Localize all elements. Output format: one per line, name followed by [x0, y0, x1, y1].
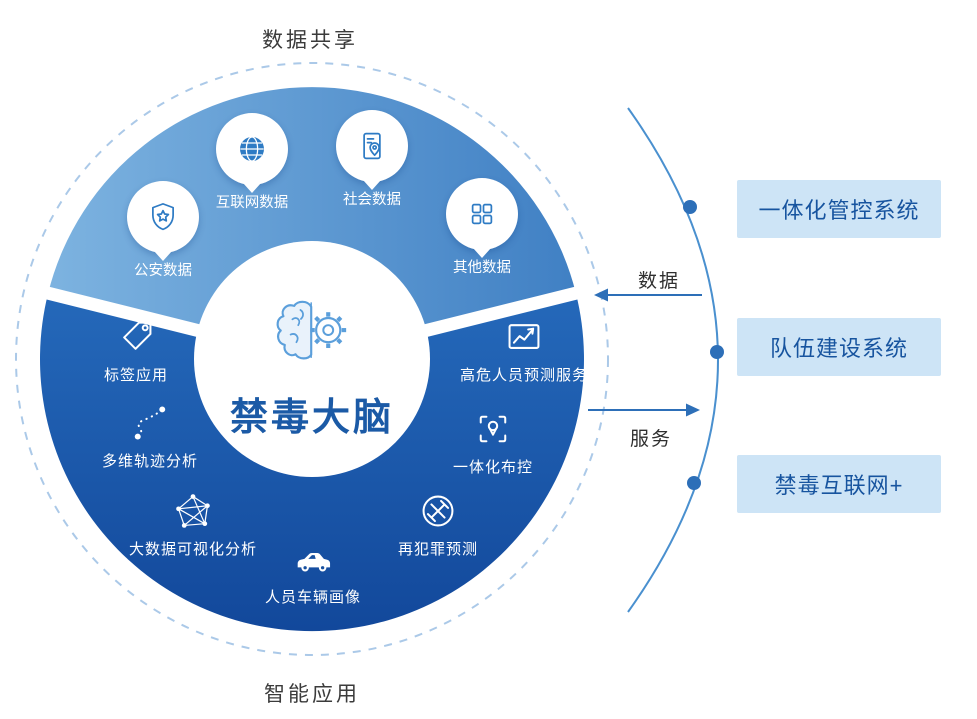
platform-disc — [15, 62, 609, 656]
application-label: 大数据可视化分析 — [128, 541, 258, 558]
system-box-label: 一体化管控系统 — [758, 198, 920, 223]
pin-bubble — [336, 110, 408, 190]
data-source-pin-other: 其他数据 — [446, 178, 518, 276]
arc-line — [627, 107, 719, 613]
system-box-label: 队伍建设系统 — [769, 336, 908, 361]
pin-tail — [154, 251, 172, 261]
connector-arc — [588, 107, 724, 613]
application-item-recidivism-prediction: 再犯罪预测 — [398, 490, 478, 559]
application-item-tagging: 标签应用 — [104, 316, 168, 385]
application-item-integrated-control: 一体化布控 — [453, 408, 533, 477]
grid-icon — [471, 203, 493, 225]
data-flow-arrow-in — [594, 288, 702, 302]
system-box-antidrug-internet-plus: 禁毒互联网+ — [737, 455, 941, 513]
application-item-highrisk-prediction: 高危人员预测服务 — [460, 316, 588, 385]
pin-tail — [243, 183, 261, 193]
application-label: 人员车辆画像 — [264, 589, 362, 606]
application-item-person-vehicle-profile: 人员车辆画像 — [265, 538, 361, 607]
arc-node-dot — [687, 476, 701, 490]
platform-title: 禁毒大脑 — [229, 397, 394, 439]
shield-star-icon — [152, 203, 174, 231]
data-source-pin-social: 社会数据 — [336, 110, 408, 208]
smart-application-zone-label: 智能应用 — [264, 683, 360, 706]
dashed-ring — [15, 62, 609, 656]
pin-tail — [363, 180, 381, 190]
data-source-label: 其他数据 — [453, 260, 511, 276]
globe-icon — [240, 136, 264, 162]
application-label: 高危人员预测服务 — [459, 367, 589, 384]
data-source-pin-public-security: 公安数据 — [127, 181, 199, 279]
application-item-trajectory: 多维轨迹分析 — [102, 402, 198, 471]
data-source-label: 社会数据 — [343, 192, 401, 208]
data-source-label: 公安数据 — [134, 263, 192, 279]
arc-node-dot — [710, 345, 724, 359]
center-core-circle — [194, 241, 430, 477]
application-label: 多维轨迹分析 — [101, 453, 199, 470]
car-icon — [297, 552, 331, 572]
data-sharing-wedge — [48, 87, 576, 359]
tag-icon — [123, 321, 152, 350]
application-label: 一体化布控 — [452, 459, 534, 476]
data-source-label: 互联网数据 — [215, 195, 289, 211]
brain-gear-icon — [276, 300, 347, 360]
document-location-icon — [363, 132, 381, 160]
application-label: 标签应用 — [103, 367, 169, 384]
service-flow-arrow-out — [588, 403, 700, 417]
system-box-integrated-management: 一体化管控系统 — [737, 180, 941, 238]
system-box-team-building: 队伍建设系统 — [737, 318, 941, 376]
pin-tail — [473, 248, 491, 258]
application-item-bigdata-visualization: 大数据可视化分析 — [129, 490, 257, 559]
arc-node-dot — [683, 200, 697, 214]
system-box-label: 禁毒互联网+ — [774, 473, 904, 498]
crossed-tools-icon — [422, 495, 454, 527]
target-pin-icon — [479, 415, 507, 443]
chart-trend-icon — [508, 324, 540, 349]
data-source-pin-internet: 互联网数据 — [216, 113, 288, 211]
application-label: 再犯罪预测 — [397, 541, 479, 558]
network-graph-icon — [176, 494, 210, 528]
pin-bubble — [127, 181, 199, 261]
data-flow-label: 数据 — [638, 271, 681, 292]
pin-bubble — [446, 178, 518, 258]
pin-bubble — [216, 113, 288, 193]
service-flow-label: 服务 — [630, 429, 673, 450]
route-icon — [134, 406, 166, 440]
data-sharing-zone-label: 数据共享 — [262, 29, 358, 52]
